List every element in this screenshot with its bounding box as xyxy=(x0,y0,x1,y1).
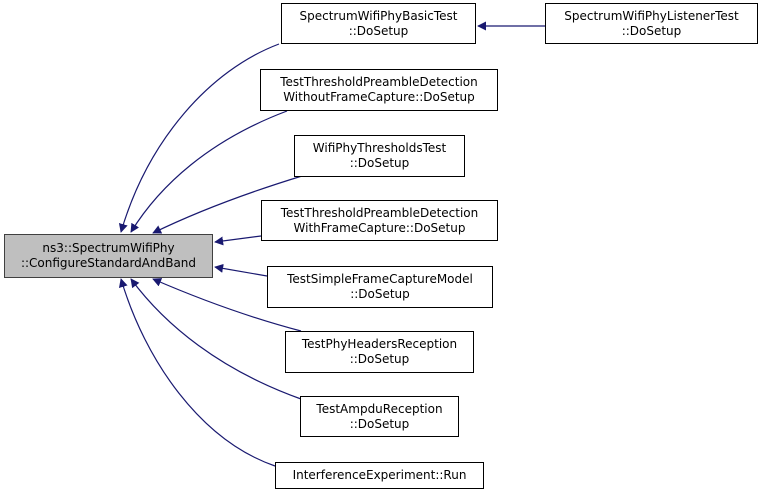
node-label-line1: TestPhyHeadersReception xyxy=(301,337,458,351)
node-basic-test-dosetup[interactable]: SpectrumWifiPhyBasicTest ::DoSetup xyxy=(281,3,476,44)
edge-ampdu-to-root xyxy=(130,278,302,400)
node-label-line1: InterferenceExperiment::Run xyxy=(292,468,467,482)
edge-simple-fc-to-root xyxy=(214,263,268,277)
edge-tpd-without-to-root xyxy=(130,110,288,233)
node-label-line1: TestSimpleFrameCaptureModel xyxy=(287,272,473,286)
node-tpd-without-frame-capture-dosetup[interactable]: TestThresholdPreambleDetection WithoutFr… xyxy=(260,69,498,111)
edge-headers-to-root xyxy=(152,278,302,332)
node-tpd-with-frame-capture-dosetup[interactable]: TestThresholdPreambleDetection WithFrame… xyxy=(261,200,498,241)
edge-interference-to-root xyxy=(118,278,276,467)
node-label-line1: WifiPhyThresholdsTest xyxy=(312,141,447,155)
node-label-line2: ::DoSetup xyxy=(350,287,410,301)
edge-thresholds-to-root xyxy=(152,175,303,234)
node-label-line1: TestThresholdPreambleDetection xyxy=(280,75,478,89)
node-label-line1: TestThresholdPreambleDetection xyxy=(280,205,479,220)
edge-tpd-with-to-root xyxy=(214,235,262,246)
node-ampdu-reception-dosetup[interactable]: TestAmpduReception ::DoSetup xyxy=(300,396,459,437)
node-label-line2: ::DoSetup xyxy=(349,416,410,431)
node-label-line2: ::DoSetup xyxy=(621,23,682,38)
node-label-line1: SpectrumWifiPhyBasicTest xyxy=(299,8,458,23)
node-configure-standard-and-band: ns3::SpectrumWifiPhy ::ConfigureStandard… xyxy=(4,234,213,278)
node-label-line2: WithoutFrameCapture::DoSetup xyxy=(283,90,475,104)
node-label-line2: ::DoSetup xyxy=(348,23,409,38)
edge-basic-to-root xyxy=(118,43,280,233)
node-label-line1: TestAmpduReception xyxy=(316,401,443,416)
node-thresholds-test-dosetup[interactable]: WifiPhyThresholdsTest ::DoSetup xyxy=(294,135,465,177)
node-label-line2: ::DoSetup xyxy=(349,352,410,366)
node-label-line2: ::DoSetup xyxy=(349,156,410,170)
node-phy-headers-reception-dosetup[interactable]: TestPhyHeadersReception ::DoSetup xyxy=(285,331,474,373)
node-label-line2: ::ConfigureStandardAndBand xyxy=(20,256,197,270)
node-interference-experiment-run[interactable]: InterferenceExperiment::Run xyxy=(275,462,484,489)
node-listener-test-dosetup[interactable]: SpectrumWifiPhyListenerTest ::DoSetup xyxy=(545,3,758,44)
node-label-line1: SpectrumWifiPhyListenerTest xyxy=(564,8,739,23)
node-simple-frame-capture-dosetup[interactable]: TestSimpleFrameCaptureModel ::DoSetup xyxy=(267,266,493,308)
node-label-line1: ns3::SpectrumWifiPhy xyxy=(42,241,175,255)
node-label-line2: WithFrameCapture::DoSetup xyxy=(293,220,466,235)
